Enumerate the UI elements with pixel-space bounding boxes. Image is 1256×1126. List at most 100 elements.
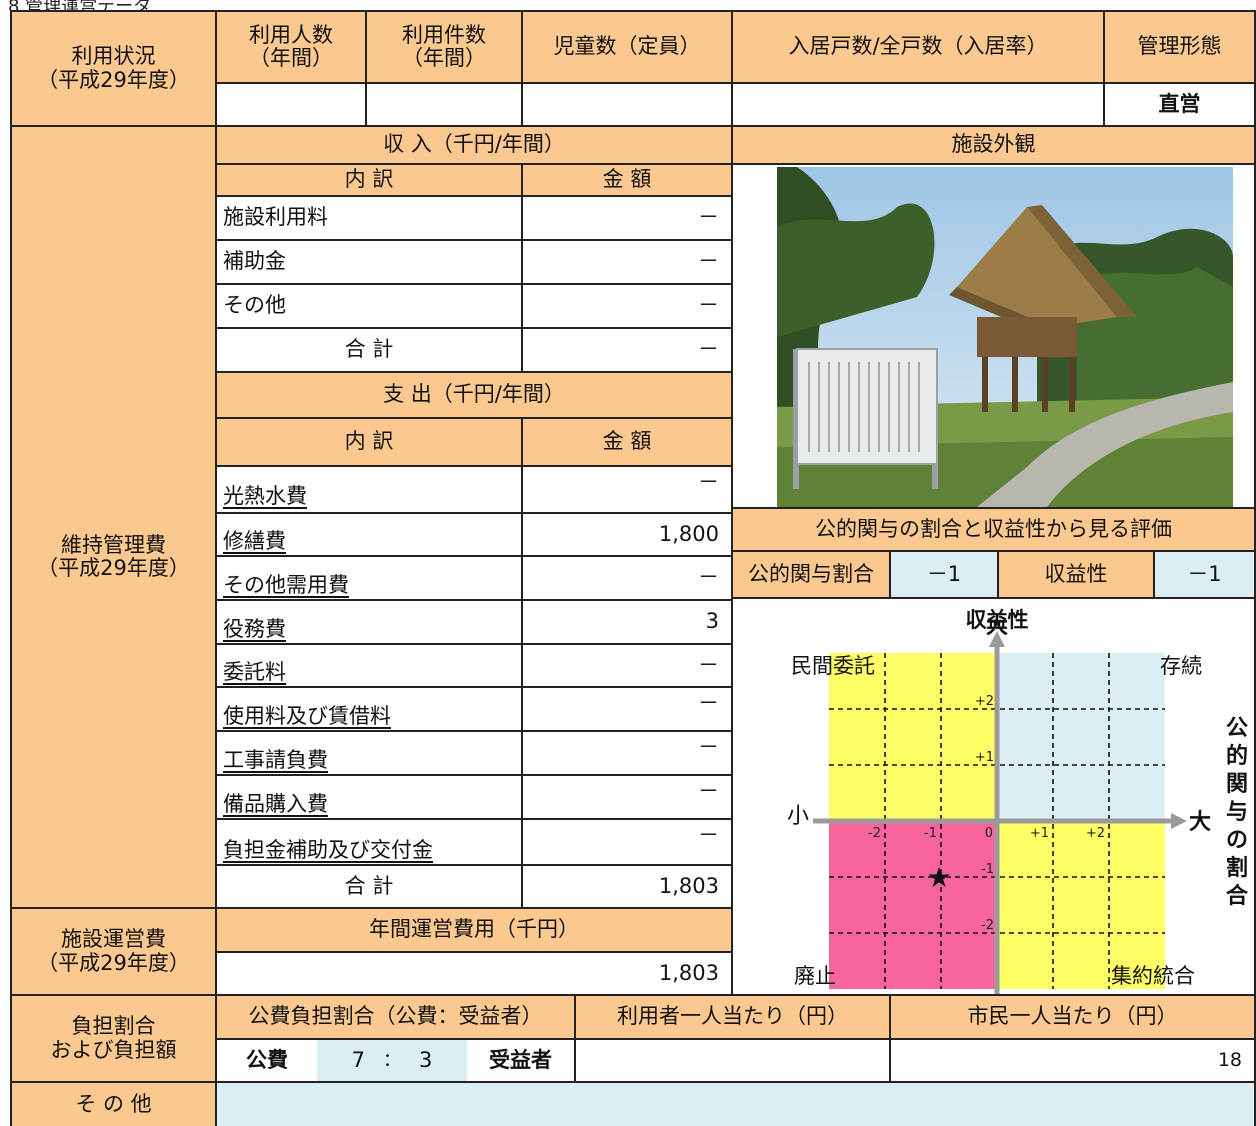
quadrant-bottom-left xyxy=(829,821,997,989)
users-header-line2: （年間） xyxy=(249,46,333,70)
x-axis-title-char: 的 xyxy=(1226,743,1248,769)
occupancy-value xyxy=(733,84,1105,127)
x-tick-label: +1 xyxy=(1030,826,1049,841)
other-value xyxy=(217,1083,1256,1126)
profitability-value: －1 xyxy=(1155,552,1256,599)
burden-label: 負担割合 および負担額 xyxy=(10,996,217,1083)
expense-col-amount: 金 額 xyxy=(523,419,733,467)
expense-row-value: － xyxy=(523,776,733,820)
expense-row-value: 3 xyxy=(523,601,733,645)
x-tick-label: +2 xyxy=(1086,826,1105,841)
expense-row-label: その他需用費 xyxy=(217,557,523,601)
children-header: 児童数（定員） xyxy=(523,10,733,84)
x-axis-large-label: 大 xyxy=(1189,810,1211,835)
income-total-value: － xyxy=(523,329,733,373)
usage-label: 利用状況 （平成29年度） xyxy=(10,10,217,127)
expense-total-value: 1,803 xyxy=(523,866,733,909)
quadrant-top-left xyxy=(829,653,997,821)
operation-header: 年間運営費用（千円） xyxy=(217,909,733,953)
income-row-label: その他 xyxy=(217,285,523,329)
x-axis-title-char: 関 xyxy=(1226,772,1248,797)
y-tick-label: -2 xyxy=(981,918,994,933)
maintenance-label-line1: 維持管理費 xyxy=(61,532,166,557)
operation-value: 1,803 xyxy=(217,953,733,996)
expense-row-value: － xyxy=(523,732,733,776)
income-row-value: － xyxy=(523,197,733,241)
per-citizen-value: 18 xyxy=(891,1040,1256,1083)
ratio-header: 公費負担割合（公費：受益者） xyxy=(217,996,576,1040)
x-axis-title-char: 割 xyxy=(1226,855,1248,881)
expense-row-label: 光熱水費 xyxy=(217,467,523,514)
evaluation-point: ★ xyxy=(926,861,951,894)
public-ratio: 7 xyxy=(351,1047,365,1072)
maintenance-label-line2: （平成29年度） xyxy=(37,556,190,580)
income-col-amount: 金 額 xyxy=(523,165,733,197)
quadrant-label-bottom-right: 集約統合 xyxy=(1111,964,1195,988)
cases-value xyxy=(367,84,523,127)
x-axis-title-char: の xyxy=(1226,828,1248,853)
expense-row-value: － xyxy=(523,688,733,732)
burden-label-line1: 負担割合 xyxy=(71,1014,156,1039)
expense-row-label: 役務費 xyxy=(217,601,523,645)
expense-row-label: 負担金補助及び交付金 xyxy=(217,820,523,866)
expense-row-value: 1,800 xyxy=(523,514,733,557)
income-row-label: 施設利用料 xyxy=(217,197,523,241)
y-tick-label: +2 xyxy=(975,694,994,709)
quadrant-label-top-right: 存続 xyxy=(1160,654,1202,678)
maintenance-label: 維持管理費 （平成29年度） xyxy=(10,127,217,909)
children-value xyxy=(523,84,733,127)
quadrant-label-top-left: 民間委託 xyxy=(791,654,875,678)
x-tick-label: -2 xyxy=(868,826,881,841)
expense-row-value: － xyxy=(523,467,733,514)
operation-label-line2: （平成29年度） xyxy=(37,950,190,975)
usage-label-line1: 利用状況 xyxy=(71,44,156,69)
expense-row-label: 使用料及び賃借料 xyxy=(217,688,523,732)
income-header: 収 入（千円/年間） xyxy=(217,127,733,165)
x-tick-label: -1 xyxy=(924,826,937,841)
y-tick-label: +1 xyxy=(975,750,994,765)
exterior-photo-cell xyxy=(733,165,1256,509)
expense-row-label: 備品購入費 xyxy=(217,776,523,820)
expense-total-label: 合 計 xyxy=(217,866,523,909)
expense-row-value: － xyxy=(523,557,733,601)
expense-col-item: 内 訳 xyxy=(217,419,523,467)
chart-title: 収益性 xyxy=(966,608,1029,632)
management-header: 管理形態 xyxy=(1105,10,1256,84)
expense-row-label: 委託料 xyxy=(217,645,523,688)
y-axis-arrow xyxy=(989,631,1005,647)
operation-label-line1: 施設運営費 xyxy=(61,927,166,952)
evaluation-matrix-chart: -2-10+1+2+2+1-1-2小大大小収益性民間委託存続廃止集約統合公的関与… xyxy=(787,608,1249,994)
evaluation-chart-cell xyxy=(733,599,1256,996)
beneficiary-word: 受益者 xyxy=(489,1047,552,1072)
cases-header-line1: 利用件数 xyxy=(402,22,486,47)
management-value: 直営 xyxy=(1105,84,1256,127)
burden-label-line2: および負担額 xyxy=(50,1037,177,1062)
x-axis-title-char: 合 xyxy=(1226,883,1249,909)
expense-row-label: 修繕費 xyxy=(217,514,523,557)
ratio-separator: ： xyxy=(383,1049,401,1071)
expense-row-value: － xyxy=(523,645,733,688)
income-row-value: － xyxy=(523,241,733,285)
operation-label: 施設運営費 （平成29年度） xyxy=(10,909,217,996)
income-col-item: 内 訳 xyxy=(217,165,523,197)
per-user-header: 利用者一人当たり（円） xyxy=(576,996,891,1040)
cases-header: 利用件数 （年間） xyxy=(367,10,523,84)
per-citizen-header: 市民一人当たり（円） xyxy=(891,996,1256,1040)
public-involvement-value: －1 xyxy=(891,552,999,599)
x-tick-label: 0 xyxy=(985,826,993,841)
occupancy-header: 入居戸数/全戸数（入居率） xyxy=(733,10,1105,84)
expense-header: 支 出（千円/年間） xyxy=(217,373,733,419)
ratio-values: 公費 7 ： 3 受益者 xyxy=(217,1040,576,1083)
expense-row-value: － xyxy=(523,820,733,866)
profitability-label: 収益性 xyxy=(999,552,1155,599)
beneficiary-ratio: 3 xyxy=(419,1047,433,1072)
income-total-label: 合 計 xyxy=(217,329,523,373)
x-axis-title-char: 与 xyxy=(1226,800,1248,825)
usage-label-line2: （平成29年度） xyxy=(37,67,190,92)
y-tick-label: -1 xyxy=(981,862,994,877)
evaluation-header: 公的関与の割合と収益性から見る評価 xyxy=(733,509,1256,552)
x-axis-arrow xyxy=(1171,813,1187,829)
quadrant-label-bottom-left: 廃止 xyxy=(794,964,836,988)
x-axis-title-char: 公 xyxy=(1226,716,1248,741)
